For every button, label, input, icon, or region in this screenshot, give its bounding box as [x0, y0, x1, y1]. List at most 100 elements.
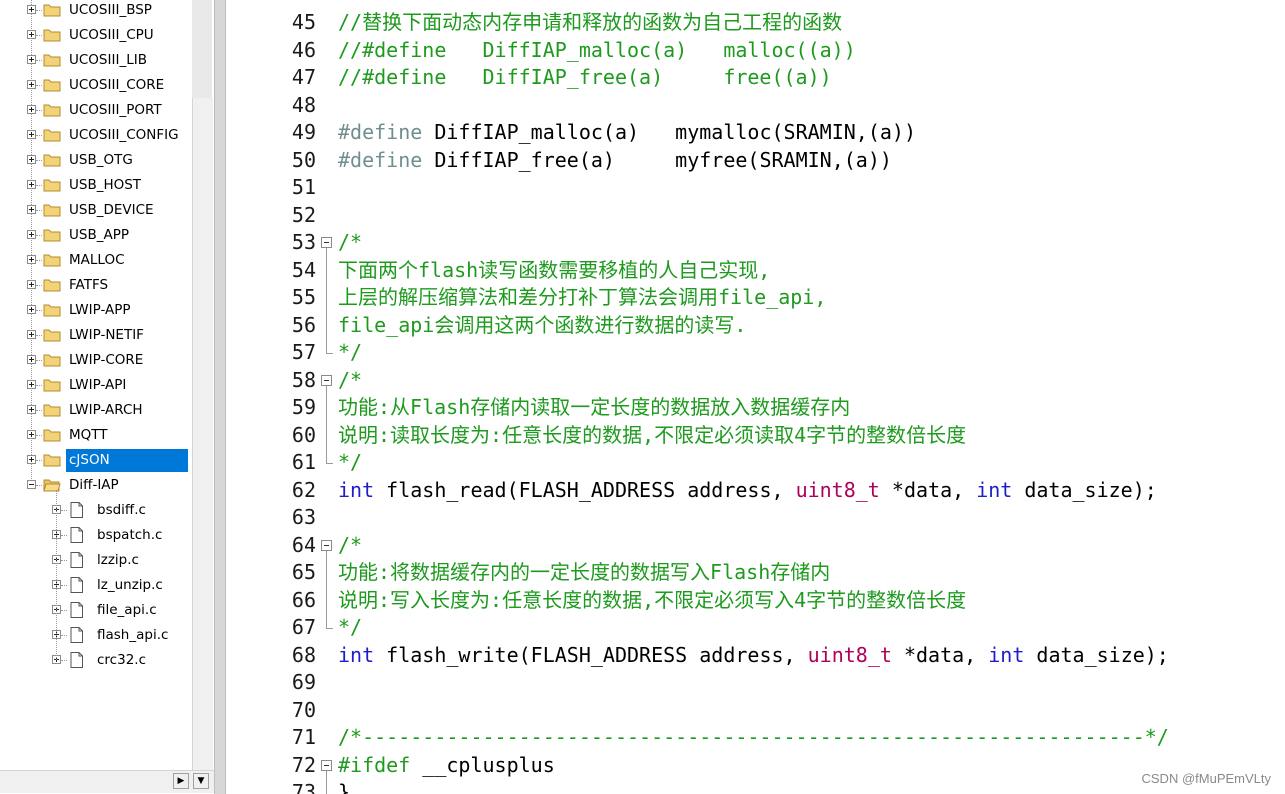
fold-toggle-icon[interactable] [321, 374, 332, 386]
expand-icon[interactable] [27, 30, 36, 39]
expand-icon[interactable] [27, 55, 36, 64]
code-line[interactable]: */ [338, 449, 362, 477]
tree-horizontal-scrollbar[interactable]: ▶ ▼ [0, 770, 214, 793]
code-line[interactable]: //#define DiffIAP_free(a) free((a)) [338, 64, 832, 92]
folder-icon [43, 54, 61, 67]
code-line[interactable]: 功能:从Flash存储内读取一定长度的数据放入数据缓存内 [338, 394, 850, 422]
code-token: /*--------------------------------------… [338, 725, 1169, 749]
expand-icon[interactable] [27, 255, 36, 264]
scroll-right-button[interactable]: ▶ [173, 773, 189, 789]
tree-folder-item[interactable]: FATFS [0, 273, 192, 298]
expand-icon[interactable] [27, 355, 36, 364]
tree-item-label: bsdiff.c [97, 502, 146, 518]
code-line[interactable]: //#define DiffIAP_malloc(a) malloc((a)) [338, 37, 856, 65]
code-line[interactable]: int flash_read(FLASH_ADDRESS address, ui… [338, 477, 1157, 505]
code-line[interactable]: */ [338, 614, 362, 642]
expand-icon[interactable] [27, 155, 36, 164]
tree-item-label: flash_api.c [97, 627, 169, 643]
panel-splitter[interactable] [214, 0, 226, 794]
tree-folder-item[interactable]: LWIP-ARCH [0, 398, 192, 423]
code-line[interactable]: /*--------------------------------------… [338, 724, 1169, 752]
expand-icon[interactable] [27, 330, 36, 339]
scroll-down-button[interactable]: ▼ [193, 773, 209, 789]
tree-folder-item[interactable]: UCOSIII_CORE [0, 73, 192, 98]
tree-item-label: UCOSIII_BSP [69, 2, 152, 18]
code-line[interactable]: 说明:读取长度为:任意长度的数据,不限定必须读取4字节的整数倍长度 [338, 422, 966, 450]
expand-icon[interactable] [27, 5, 36, 14]
tree-folder-item[interactable]: USB_OTG [0, 148, 192, 173]
tree-file-item[interactable]: crc32.c [0, 648, 192, 673]
code-line[interactable]: 下面两个flash读写函数需要移植的人自己实现, [338, 257, 770, 285]
expand-icon[interactable] [27, 455, 36, 464]
tree-item-label: LWIP-CORE [69, 352, 144, 368]
code-token: /* [338, 367, 363, 392]
tree-folder-item[interactable]: Diff-IAP [0, 473, 192, 498]
code-line[interactable]: /* [338, 367, 362, 395]
tree-folder-item[interactable]: UCOSIII_CONFIG [0, 123, 192, 148]
code-line[interactable]: #define DiffIAP_free(a) myfree(SRAMIN,(a… [338, 147, 892, 175]
expand-icon[interactable] [27, 405, 36, 414]
expand-icon[interactable] [27, 130, 36, 139]
line-number: 70 [291, 697, 316, 722]
expand-icon[interactable] [27, 380, 36, 389]
tree-folder-item[interactable]: UCOSIII_BSP [0, 0, 192, 23]
folder-icon [43, 454, 61, 467]
code-line[interactable]: /* [338, 532, 362, 560]
code-line[interactable]: #define DiffIAP_malloc(a) mymalloc(SRAMI… [338, 119, 916, 147]
tree-item-label: lz_unzip.c [97, 577, 163, 593]
tree-file-item[interactable]: flash_api.c [0, 623, 192, 648]
tree-file-item[interactable]: bsdiff.c [0, 498, 192, 523]
tree-connector-line [61, 535, 67, 536]
code-line[interactable]: } [338, 779, 350, 794]
expand-icon[interactable] [27, 205, 36, 214]
fold-toggle-icon[interactable] [321, 237, 332, 248]
fold-toggle-icon[interactable] [321, 759, 332, 771]
code-line[interactable]: /* [338, 229, 362, 257]
tree-file-item[interactable]: lz_unzip.c [0, 573, 192, 598]
collapse-icon[interactable] [27, 480, 36, 489]
code-line[interactable]: 上层的解压缩算法和差分打补丁算法会调用file_api, [338, 284, 826, 312]
expand-icon[interactable] [27, 80, 36, 89]
tree-folder-item[interactable]: LWIP-APP [0, 298, 192, 323]
expand-icon[interactable] [27, 230, 36, 239]
tree-file-item[interactable]: lzzip.c [0, 548, 192, 573]
expand-icon[interactable] [27, 430, 36, 439]
tree-vertical-scrollbar[interactable] [192, 98, 213, 770]
fold-toggle-icon[interactable] [321, 539, 332, 551]
code-token: #ifdef [338, 752, 411, 777]
tree-folder-item[interactable]: cJSON [0, 448, 192, 473]
expand-icon[interactable] [27, 305, 36, 314]
code-line[interactable]: 功能:将数据缓存内的一定长度的数据写入Flash存储内 [338, 559, 830, 587]
tree-folder-item[interactable]: UCOSIII_CPU [0, 23, 192, 48]
tree-folder-item[interactable]: USB_APP [0, 223, 192, 248]
tree-scrollbar-thumb[interactable] [192, 0, 212, 98]
code-line[interactable]: //替换下面动态内存申请和释放的函数为自己工程的函数 [338, 9, 842, 37]
tree-folder-item[interactable]: LWIP-NETIF [0, 323, 192, 348]
code-line[interactable]: #ifdef __cplusplus [338, 752, 555, 780]
expand-icon[interactable] [27, 280, 36, 289]
expand-icon[interactable] [27, 105, 36, 114]
tree-file-item[interactable]: file_api.c [0, 598, 192, 623]
code-token: 功能:从Flash存储内读取一定长度的数据放入数据缓存内 [338, 395, 851, 419]
folder-icon [43, 429, 61, 442]
tree-folder-item[interactable]: MALLOC [0, 248, 192, 273]
tree-folder-item[interactable]: USB_DEVICE [0, 198, 192, 223]
expand-icon[interactable] [27, 180, 36, 189]
code-line[interactable]: 说明:写入长度为:任意长度的数据,不限定必须写入4字节的整数倍长度 [338, 587, 966, 615]
tree-folder-item[interactable]: LWIP-API [0, 373, 192, 398]
tree-folder-item[interactable]: UCOSIII_PORT [0, 98, 192, 123]
fold-guide [326, 421, 327, 449]
line-number: 60 [291, 422, 316, 447]
code-line[interactable]: int flash_write(FLASH_ADDRESS address, u… [338, 642, 1169, 670]
fold-guide [326, 559, 327, 587]
code-line[interactable]: file_api会调用这两个函数进行数据的读写. [338, 312, 746, 340]
tree-folder-item[interactable]: UCOSIII_LIB [0, 48, 192, 73]
file-icon [70, 602, 83, 618]
code-token: int [976, 477, 1013, 502]
tree-folder-item[interactable]: USB_HOST [0, 173, 192, 198]
tree-folder-item[interactable]: MQTT [0, 423, 192, 448]
tree-file-item[interactable]: bspatch.c [0, 523, 192, 548]
code-line[interactable]: */ [338, 339, 362, 367]
tree-folder-item[interactable]: LWIP-CORE [0, 348, 192, 373]
